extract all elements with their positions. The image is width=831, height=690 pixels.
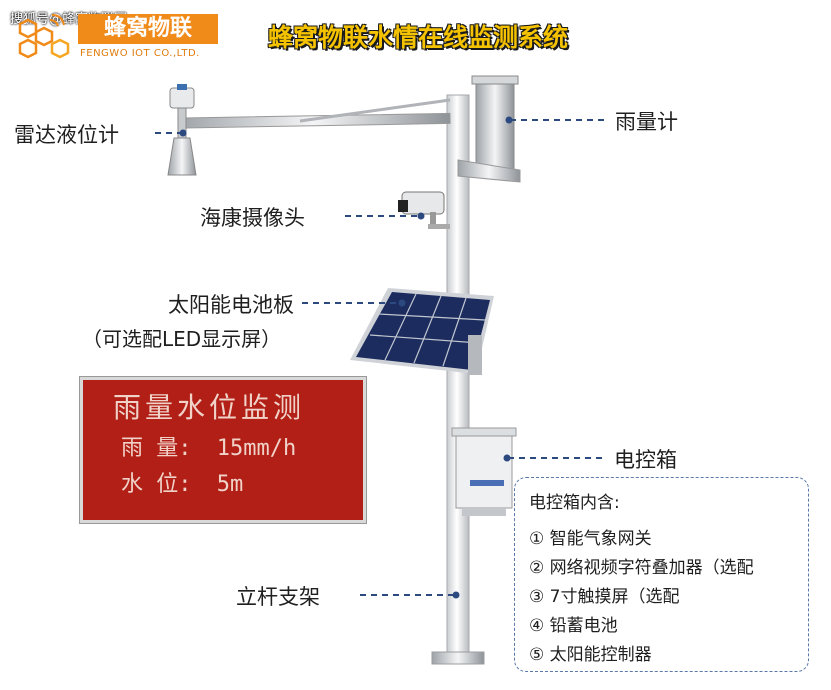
label-radar-level-gauge: 雷达液位计 xyxy=(14,123,119,147)
led-rain-row: 雨 量: 15mm/h xyxy=(121,430,296,462)
camera xyxy=(398,191,450,229)
label-camera: 海康摄像头 xyxy=(200,206,305,230)
led-rain-label: 雨 量: xyxy=(121,436,192,461)
radar-level-gauge xyxy=(167,84,197,176)
logo-name-en: FENGWO IOT CO.,LTD. xyxy=(80,48,200,59)
logo-icon xyxy=(14,14,70,68)
led-display: 雨量水位监测 雨 量: 15mm/h 水 位: 5m xyxy=(80,377,366,523)
label-control-box: 电控箱 xyxy=(614,448,677,472)
led-title: 雨量水位监测 xyxy=(113,391,306,424)
led-water-label: 水 位: xyxy=(121,472,192,497)
cross-arm xyxy=(177,112,451,129)
list-item: ③ 7寸触摸屏（选配 xyxy=(529,587,680,607)
list-item: ⑤ 太阳能控制器 xyxy=(529,645,652,665)
label-pole: 立杆支架 xyxy=(236,585,320,609)
label-solar-panel: 太阳能电池板 xyxy=(168,293,294,317)
pole-base xyxy=(431,651,485,665)
control-box xyxy=(451,427,517,516)
rain-gauge xyxy=(457,75,521,183)
pole xyxy=(446,94,470,656)
list-item: ② 网络视频字符叠加器（选配 xyxy=(529,558,754,578)
solar-panel xyxy=(350,288,494,375)
label-solar-panel-option: （可选配LED显示屏） xyxy=(82,327,282,351)
control-box-contents: 电控箱内含: ① 智能气象网关 ② 网络视频字符叠加器（选配 ③ 7寸触摸屏（选… xyxy=(514,477,809,672)
arm-brace xyxy=(299,98,451,123)
led-rain-value: 15mm/h xyxy=(216,436,297,461)
list-item: ① 智能气象网关 xyxy=(529,529,652,549)
logo-name-cn: 蜂窝物联 xyxy=(78,14,218,44)
label-rain-gauge: 雨量计 xyxy=(615,110,678,134)
led-water-row: 水 位: 5m xyxy=(121,466,243,498)
led-water-value: 5m xyxy=(216,472,244,497)
page-title: 蜂窝物联水情在线监测系统 xyxy=(268,23,569,52)
list-item: ④ 铅蓄电池 xyxy=(529,616,618,636)
control-box-contents-title: 电控箱内含: xyxy=(529,493,620,513)
